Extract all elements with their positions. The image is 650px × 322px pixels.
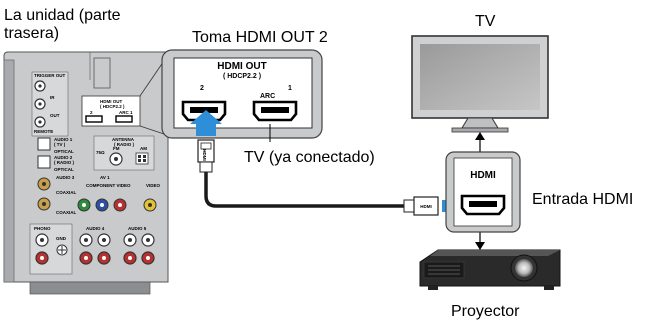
port-1-label: 1 <box>288 85 292 92</box>
svg-text:2: 2 <box>90 110 93 115</box>
svg-text:AUDIO 1: AUDIO 1 <box>54 137 73 142</box>
svg-text:( TV ): ( TV ) <box>54 142 66 147</box>
projector-device <box>419 249 561 290</box>
svg-text:OUT: OUT <box>50 113 60 118</box>
tv-device <box>411 35 549 133</box>
unit-label-line-2: trasera) <box>4 25 59 42</box>
svg-text:FM: FM <box>113 146 120 151</box>
power-cord <box>93 57 111 89</box>
svg-text:HDMI OUT: HDMI OUT <box>100 99 122 104</box>
svg-text:ANTENNA: ANTENNA <box>112 137 135 142</box>
hdmi-input-box: HDMI <box>445 151 521 233</box>
hdmi-input-label: Entrada HDMI <box>532 191 633 208</box>
phono-audio-jacks: PHONO GND AUDIO 4 AUDIO 5 <box>29 223 155 275</box>
projector-label: Proyector <box>451 303 520 320</box>
cable-line <box>204 172 404 208</box>
svg-text:GND: GND <box>56 236 67 241</box>
svg-text:OPTICAL: OPTICAL <box>54 167 74 172</box>
svg-text:1: 1 <box>130 110 133 115</box>
svg-text:AUDIO 2: AUDIO 2 <box>54 155 73 160</box>
svg-text:IR: IR <box>50 95 55 100</box>
hdmi-out-zoom-panel: HDMI OUT ( HDCP2.2 ) 2 1 ARC <box>161 49 323 139</box>
projector-lens <box>515 259 533 277</box>
antenna-jacks: ANTENNA ( RADIO ) 75Ω FM AM <box>93 135 155 171</box>
unit-label-line-1: La unidad (parte <box>4 7 121 24</box>
arc-label: ARC <box>260 93 275 100</box>
receiver-rear-panel: TRIGGER OUT IR OUT REMOTE HDMI OUT ( HDC… <box>3 51 169 295</box>
svg-text:AV 1: AV 1 <box>100 175 110 180</box>
svg-text:COAXIAL: COAXIAL <box>56 190 77 195</box>
svg-text:VIDEO: VIDEO <box>146 183 161 188</box>
receiver-foot <box>29 281 151 295</box>
svg-text:PHONO: PHONO <box>34 226 51 231</box>
av-jacks: AUDIO 3 COAXIAL AV 1 COMPONENT VIDEO VID… <box>37 175 161 215</box>
port-2-label: 2 <box>200 85 204 92</box>
plug-text-projector: HDMI <box>420 204 432 209</box>
input-box-label: HDMI <box>470 170 496 181</box>
tv-label: TV <box>475 13 496 30</box>
svg-text:OPTICAL: OPTICAL <box>54 149 74 154</box>
svg-text:75Ω: 75Ω <box>96 150 105 155</box>
tv-connected-label: TV (ya conectado) <box>244 149 375 166</box>
plug-text-receiver: HDMI <box>202 149 207 161</box>
receiver-hdmi-out-small: HDMI OUT ( HDCP2.2 ) 2 1 ARC <box>81 95 141 127</box>
flow-arrows <box>475 132 485 250</box>
svg-text:( HDCP2.2 ): ( HDCP2.2 ) <box>100 104 125 109</box>
svg-text:( RADIO ): ( RADIO ) <box>114 142 134 147</box>
svg-text:AUDIO 4: AUDIO 4 <box>86 226 105 231</box>
svg-text:COAXIAL: COAXIAL <box>56 210 77 215</box>
svg-text:AUDIO 5: AUDIO 5 <box>128 226 147 231</box>
svg-text:COMPONENT VIDEO: COMPONENT VIDEO <box>86 183 131 188</box>
optical-jacks: AUDIO 1 ( TV ) OPTICAL AUDIO 2 ( RADIO )… <box>37 137 74 172</box>
cable-plug-projector <box>413 196 439 216</box>
hdmi-out-jack-label: Toma HDMI OUT 2 <box>192 29 328 46</box>
zoom-panel-title: HDMI OUT <box>217 61 266 72</box>
svg-text:TRIGGER OUT: TRIGGER OUT <box>34 73 66 78</box>
svg-text:AUDIO 3: AUDIO 3 <box>56 175 75 180</box>
insert-arrow-up <box>190 110 222 136</box>
svg-text:( RADIO ): ( RADIO ) <box>54 160 74 165</box>
zoom-panel-subtitle: ( HDCP2.2 ) <box>223 73 261 80</box>
svg-text:ARC: ARC <box>119 110 129 115</box>
svg-text:REMOTE: REMOTE <box>34 129 53 134</box>
svg-text:AM: AM <box>140 146 147 151</box>
remote-jacks: TRIGGER OUT IR OUT REMOTE <box>31 71 69 137</box>
unit-label: La unidad (parte trasera) <box>4 7 121 42</box>
